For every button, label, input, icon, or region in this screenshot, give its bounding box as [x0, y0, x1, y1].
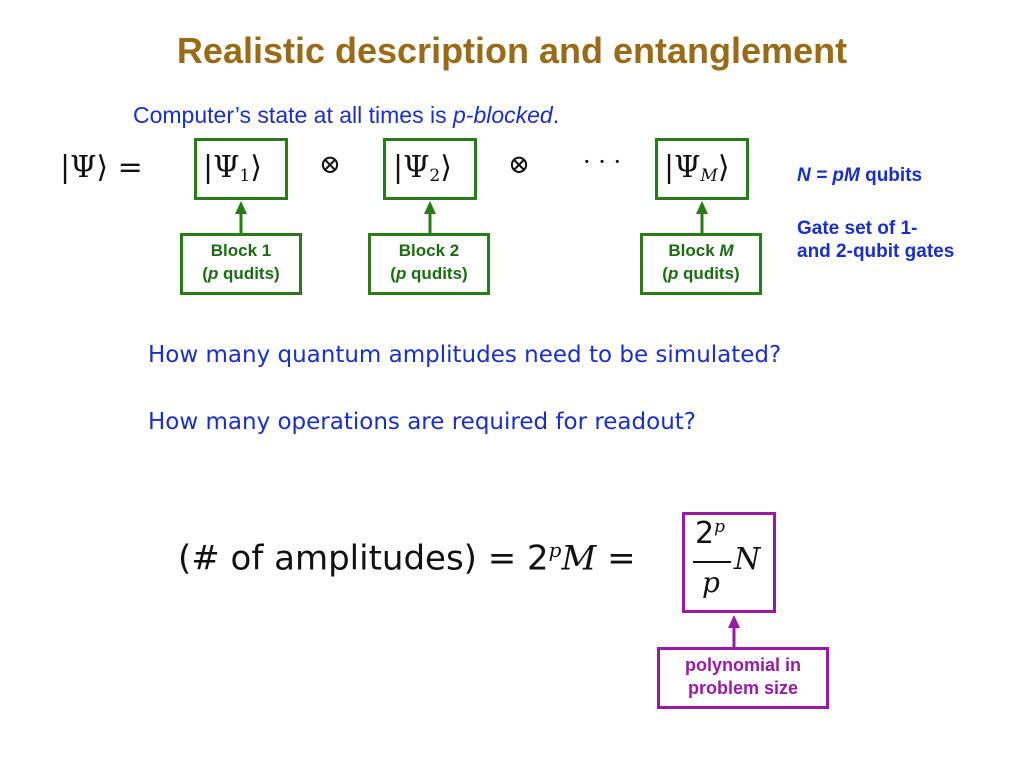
subtitle: Computer’s state at all times is p-block…	[133, 102, 559, 129]
psiM-ket: |ΨM⟩	[664, 150, 730, 186]
state-lhs: |Ψ⟩ =	[60, 150, 143, 185]
fraction-denominator: p	[702, 566, 720, 599]
arrow-head-block2	[424, 201, 436, 214]
block-M-box: Block M (p qudits)	[640, 233, 762, 295]
arrow-head-block1	[235, 201, 247, 214]
psi2-index: 2	[429, 166, 441, 186]
psi1-box	[194, 138, 288, 200]
question-readout: How many operations are required for rea…	[148, 409, 697, 435]
tensor-symbol-2: ⊗	[508, 150, 530, 180]
psi1-index: 1	[239, 166, 251, 186]
fraction-bar	[693, 561, 731, 563]
annotation-arrow	[728, 615, 740, 650]
subtitle-emph: p-blocked	[453, 102, 553, 128]
psiM-index: M	[700, 166, 718, 186]
amplitudes-formula: (# of amplitudes) = 2pM =	[178, 538, 636, 579]
psi1-ket: |Ψ1⟩	[203, 150, 262, 186]
psi2-box	[383, 138, 477, 200]
question-amplitudes: How many quantum amplitudes need to be s…	[148, 342, 782, 368]
polynomial-annotation: polynomial in problem size	[657, 647, 829, 709]
block-2-box: Block 2 (p qudits)	[368, 233, 490, 295]
variable-n: N	[734, 542, 761, 577]
subtitle-suffix: .	[552, 102, 560, 128]
qubits-note: N = pM qubits	[797, 165, 923, 186]
tensor-symbol-1: ⊗	[319, 150, 341, 180]
block-arrows	[235, 201, 708, 234]
psi2-ket: |Ψ2⟩	[393, 150, 452, 186]
gate-set-note: Gate set of 1- and 2-qubit gates	[797, 218, 955, 262]
fraction-numerator: 2p	[695, 516, 725, 551]
result-box	[682, 512, 776, 613]
ellipsis: · · ·	[583, 148, 622, 176]
psiM-box	[655, 138, 749, 200]
block-1-box: Block 1 (p qudits)	[180, 233, 302, 295]
arrow-head-blockM	[696, 201, 708, 214]
subtitle-prefix: Computer’s state at all times is	[133, 102, 453, 128]
slide-title: Realistic description and entanglement	[176, 30, 848, 71]
